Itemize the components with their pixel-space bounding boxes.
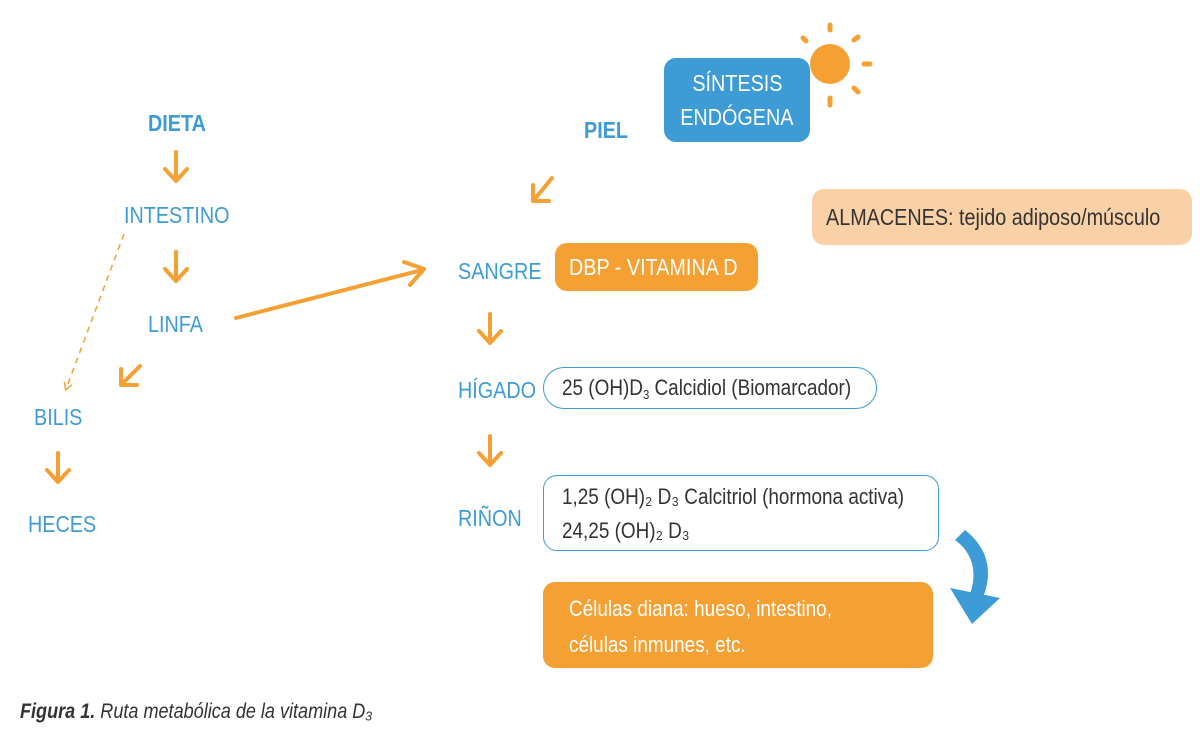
label-intestino: INTESTINO [124,202,230,228]
calcidiol-text: 25 (OH)D [562,375,643,400]
almacenes-box: ALMACENES: tejido adiposo/músculo [812,189,1192,245]
sintesis-line1: SÍNTESIS [691,70,783,96]
calcitriol-box: 1,25 (OH)₂ D₃ Calcitriol (hormona activa… [543,475,939,551]
arrow-sangre-higado [477,312,503,345]
arrow-linfa-bilis [119,364,142,387]
label-sangre: SANGRE [458,258,542,284]
label-dieta: DIETA [148,110,206,136]
label-piel: PIEL [584,117,628,143]
label-heces: HECES [28,511,97,537]
dbp-text: DBP - VITAMINA D [569,254,738,280]
label-bilis: BILIS [34,404,83,430]
label-higado: HÍGADO [458,377,537,403]
arrow-linfa-sangre [234,260,426,320]
sintesis-endogena-box: SÍNTESIS ENDÓGENA [664,58,810,142]
celulas-line1: Células diana: hueso, intestino, [569,596,832,621]
celulas-line2: células inmunes, etc. [569,632,746,657]
arrow-higado-rinon [477,434,503,467]
caption-text: Ruta metabólica de la vitamina D₃ [95,700,373,723]
dbp-box: DBP - VITAMINA D [555,243,758,291]
calcidiol-box: 25 (OH)D3 Calcidiol (Biomarcador) [543,367,877,409]
celulas-diana-box: Células diana: hueso, intestino, células… [543,582,933,668]
label-linfa: LINFA [148,311,203,337]
arrow-intestino-linfa [163,250,189,283]
caption-label: Figura 1. [20,700,96,723]
arrow-dieta-intestino [163,150,189,183]
arrow-bilis-heces [45,451,71,484]
sintesis-line2: ENDÓGENA [680,104,794,130]
figure-caption: Figura 1. Ruta metabólica de la vitamina… [20,700,372,724]
arrow-piel-sangre [531,176,554,203]
almacenes-text: ALMACENES: tejido adiposo/músculo [826,204,1161,230]
calcitriol-line1: 1,25 (OH)₂ D₃ Calcitriol (hormona activa… [562,484,905,509]
calcitriol-line2: 24,25 (OH)₂ D₃ [562,518,690,543]
curved-blue-arrow-icon [950,530,1000,624]
arrow-intestino-bilis-dashed [63,233,125,392]
label-rinon: RIÑON [458,505,522,531]
calcidiol-subscript: 3 [642,386,650,402]
calcidiol-label: Calcidiol (Biomarcador) [649,375,852,400]
